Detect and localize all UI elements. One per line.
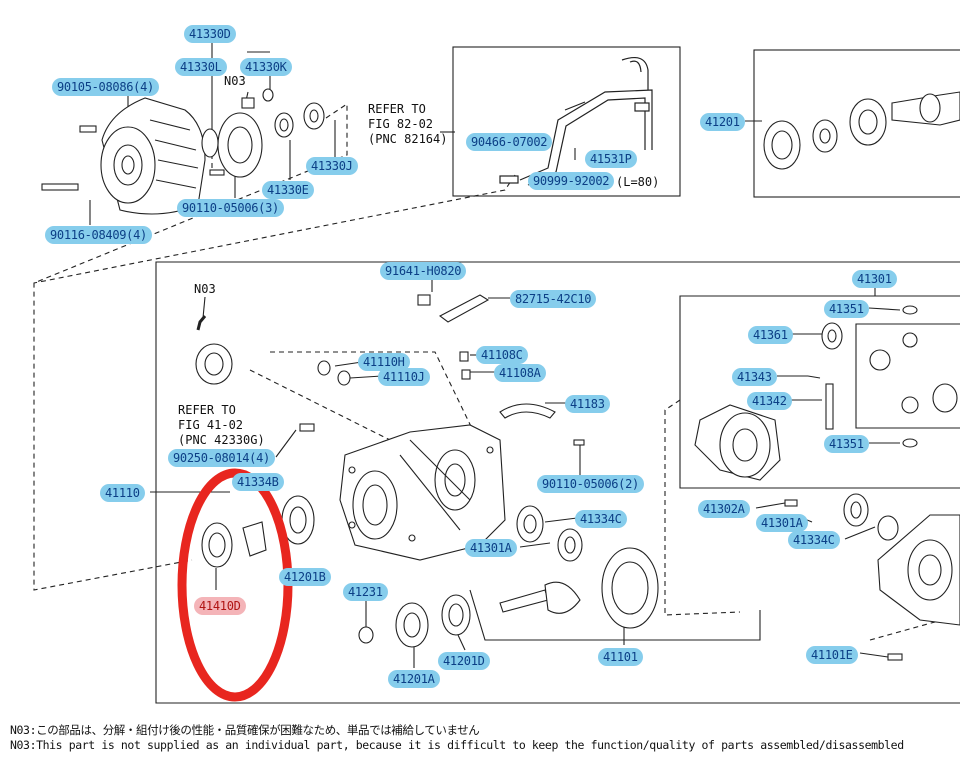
label-41101e[interactable]: 41101E [806,646,858,664]
label-90110-05006-3[interactable]: 90110-05006(3) [177,199,284,217]
label-90466-07002[interactable]: 90466-07002 [466,133,553,151]
label-n03-top: N03 [224,74,246,88]
label-90105-08086[interactable]: 90105-08086(4) [52,78,159,96]
label-90999-length: (L=80) [616,175,660,189]
label-41201[interactable]: 41201 [700,113,745,131]
label-41110[interactable]: 41110 [100,484,145,502]
frame-vent [452,46,681,197]
label-41342[interactable]: 41342 [747,392,792,410]
label-41108c[interactable]: 41108C [476,346,528,364]
label-41361[interactable]: 41361 [748,326,793,344]
label-41201d[interactable]: 41201D [438,652,490,670]
frame-ringgear [469,589,761,641]
label-41110j[interactable]: 41110J [378,368,430,386]
label-41351-top[interactable]: 41351 [824,300,869,318]
label-41201b[interactable]: 41201B [279,568,331,586]
label-41334b[interactable]: 41334B [232,473,284,491]
refer-fig-82-02: REFER TO FIG 82-02 (PNC 82164) [368,102,448,146]
label-41334c-right[interactable]: 41334C [788,531,840,549]
label-91641-h0820[interactable]: 91641-H0820 [380,262,467,280]
label-41410d-selected[interactable]: 41410D [194,597,246,615]
label-90116-08409[interactable]: 90116-08409(4) [45,226,152,244]
refer-fig-41-02: REFER TO FIG 41-02 (PNC 42330G) [178,403,265,447]
label-41330k[interactable]: 41330K [240,58,292,76]
frame-diff [679,295,960,489]
footnote-english: N03:This part is not supplied as an indi… [10,738,904,752]
frame-main [155,261,960,704]
label-90110-05006-2[interactable]: 90110-05006(2) [537,475,644,493]
label-41110h[interactable]: 41110H [358,353,410,371]
label-41302a[interactable]: 41302A [698,500,750,518]
label-41101[interactable]: 41101 [598,648,643,666]
label-41330l[interactable]: 41330L [175,58,227,76]
label-41334c-center[interactable]: 41334C [575,510,627,528]
label-41330e[interactable]: 41330E [262,181,314,199]
label-n03-mid: N03 [194,282,216,296]
label-41301[interactable]: 41301 [852,270,897,288]
label-41531p[interactable]: 41531P [585,150,637,168]
label-41301a-center[interactable]: 41301A [465,539,517,557]
frame-diff-inner [855,323,960,429]
label-41351-bottom[interactable]: 41351 [824,435,869,453]
label-41108a[interactable]: 41108A [494,364,546,382]
label-41201a[interactable]: 41201A [388,670,440,688]
footnote-japanese: N03:この部品は、分解・組付け後の性能・品質確保が困難なため、単品では補給して… [10,723,480,737]
label-82715-42c10[interactable]: 82715-42C10 [510,290,597,308]
label-41301a-right[interactable]: 41301A [756,514,808,532]
highlight-ellipse [177,468,293,702]
label-41231[interactable]: 41231 [343,583,388,601]
label-41183[interactable]: 41183 [565,395,610,413]
label-41330j[interactable]: 41330J [306,157,358,175]
label-41343[interactable]: 41343 [732,368,777,386]
label-90999-92002[interactable]: 90999-92002 [528,172,615,190]
label-90250-08014[interactable]: 90250-08014(4) [168,449,275,467]
label-41330d[interactable]: 41330D [184,25,236,43]
frame-pinion [753,49,960,198]
